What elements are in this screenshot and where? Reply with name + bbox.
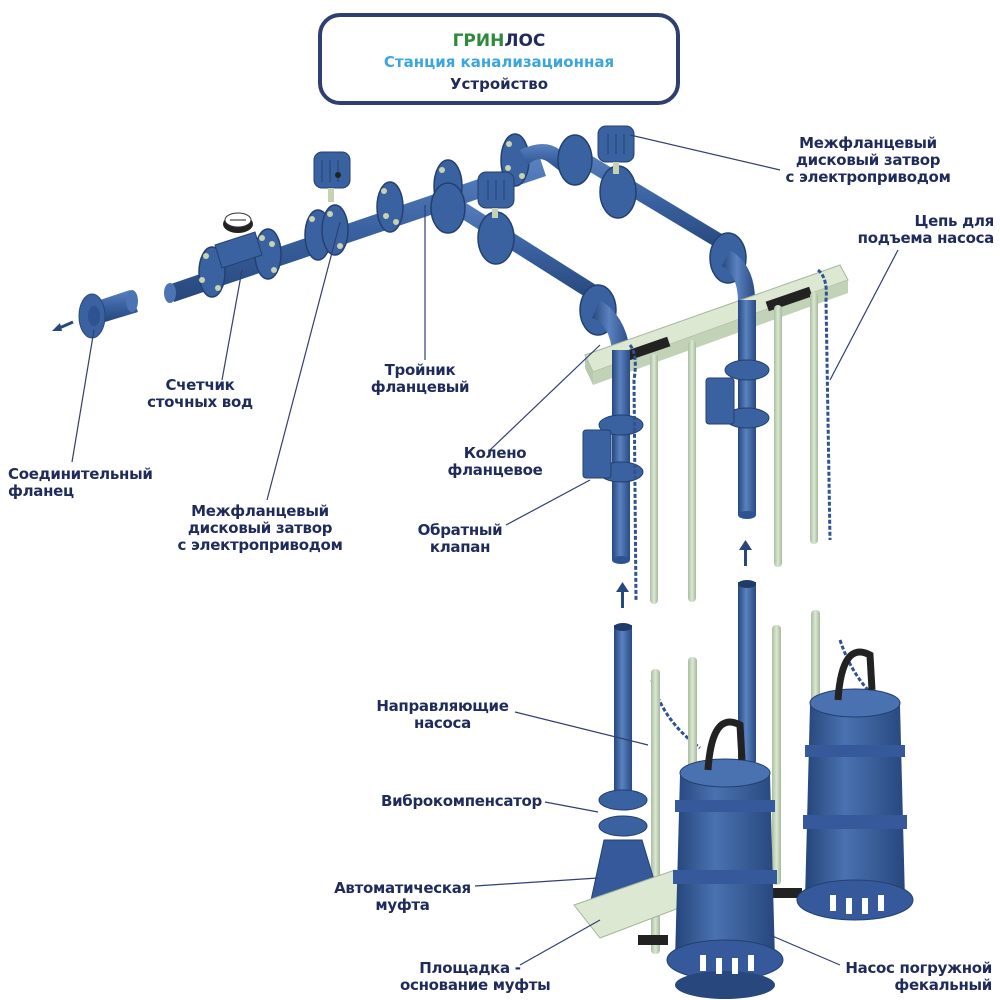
connecting-flange bbox=[78, 290, 138, 339]
label-coupling-base: Площадка - основание муфты bbox=[400, 959, 551, 994]
label-check-valve: Обратный клапан bbox=[417, 521, 503, 556]
riser-front-lower bbox=[589, 623, 661, 906]
section-title: Устройство bbox=[449, 75, 549, 93]
riser-back-upper bbox=[705, 300, 770, 519]
label-auto-coupling: Автоматическая муфта bbox=[334, 879, 471, 914]
upper-guide-rods bbox=[650, 292, 818, 604]
label-flanged-elbow: Колено фланцевое bbox=[447, 444, 543, 479]
sewage-pump-front bbox=[666, 718, 784, 999]
label-sewage-pump: Насос погружной фекальный bbox=[845, 959, 992, 994]
branch-pipe-front bbox=[430, 182, 630, 352]
brand-name-dark: ЛОС bbox=[504, 31, 546, 51]
label-butterfly-valve-top: Межфланцевый дисковый затвор с электропр… bbox=[785, 134, 951, 186]
electric-actuator-right bbox=[597, 125, 635, 174]
title-box: ГРИНЛОС Станция канализационная Устройст… bbox=[318, 13, 680, 105]
label-lift-chain: Цепь для подъема насоса bbox=[857, 212, 995, 247]
riser-back-lower bbox=[738, 580, 756, 762]
riser-front-upper bbox=[582, 350, 644, 564]
label-connecting-flange: Соединительный фланец bbox=[8, 465, 153, 500]
sewage-pump-back bbox=[796, 648, 914, 921]
manifold-flanges bbox=[198, 133, 530, 298]
electric-actuator-middle bbox=[477, 171, 515, 218]
label-pump-guides: Направляющие насоса bbox=[376, 697, 509, 732]
wastewater-meter bbox=[214, 212, 263, 269]
subtitle: Станция канализационная bbox=[383, 53, 615, 71]
flow-arrow-icon bbox=[52, 320, 74, 331]
leader-lines bbox=[71, 134, 899, 966]
branch-pipe-back bbox=[520, 134, 755, 302]
label-wastewater-meter: Счетчик сточных вод bbox=[147, 376, 253, 411]
label-butterfly-valve-left: Межфланцевый дисковый затвор с электропр… bbox=[177, 502, 343, 554]
brand-name-green: ГРИН bbox=[452, 31, 505, 51]
label-vibration-compensator: Виброкомпенсатор bbox=[380, 792, 542, 810]
up-arrow-icon bbox=[616, 540, 752, 608]
brand-name: ГРИНЛОС bbox=[322, 31, 676, 51]
label-flanged-tee: Тройник фланцевый bbox=[370, 361, 470, 396]
electric-actuator-left bbox=[313, 151, 351, 202]
